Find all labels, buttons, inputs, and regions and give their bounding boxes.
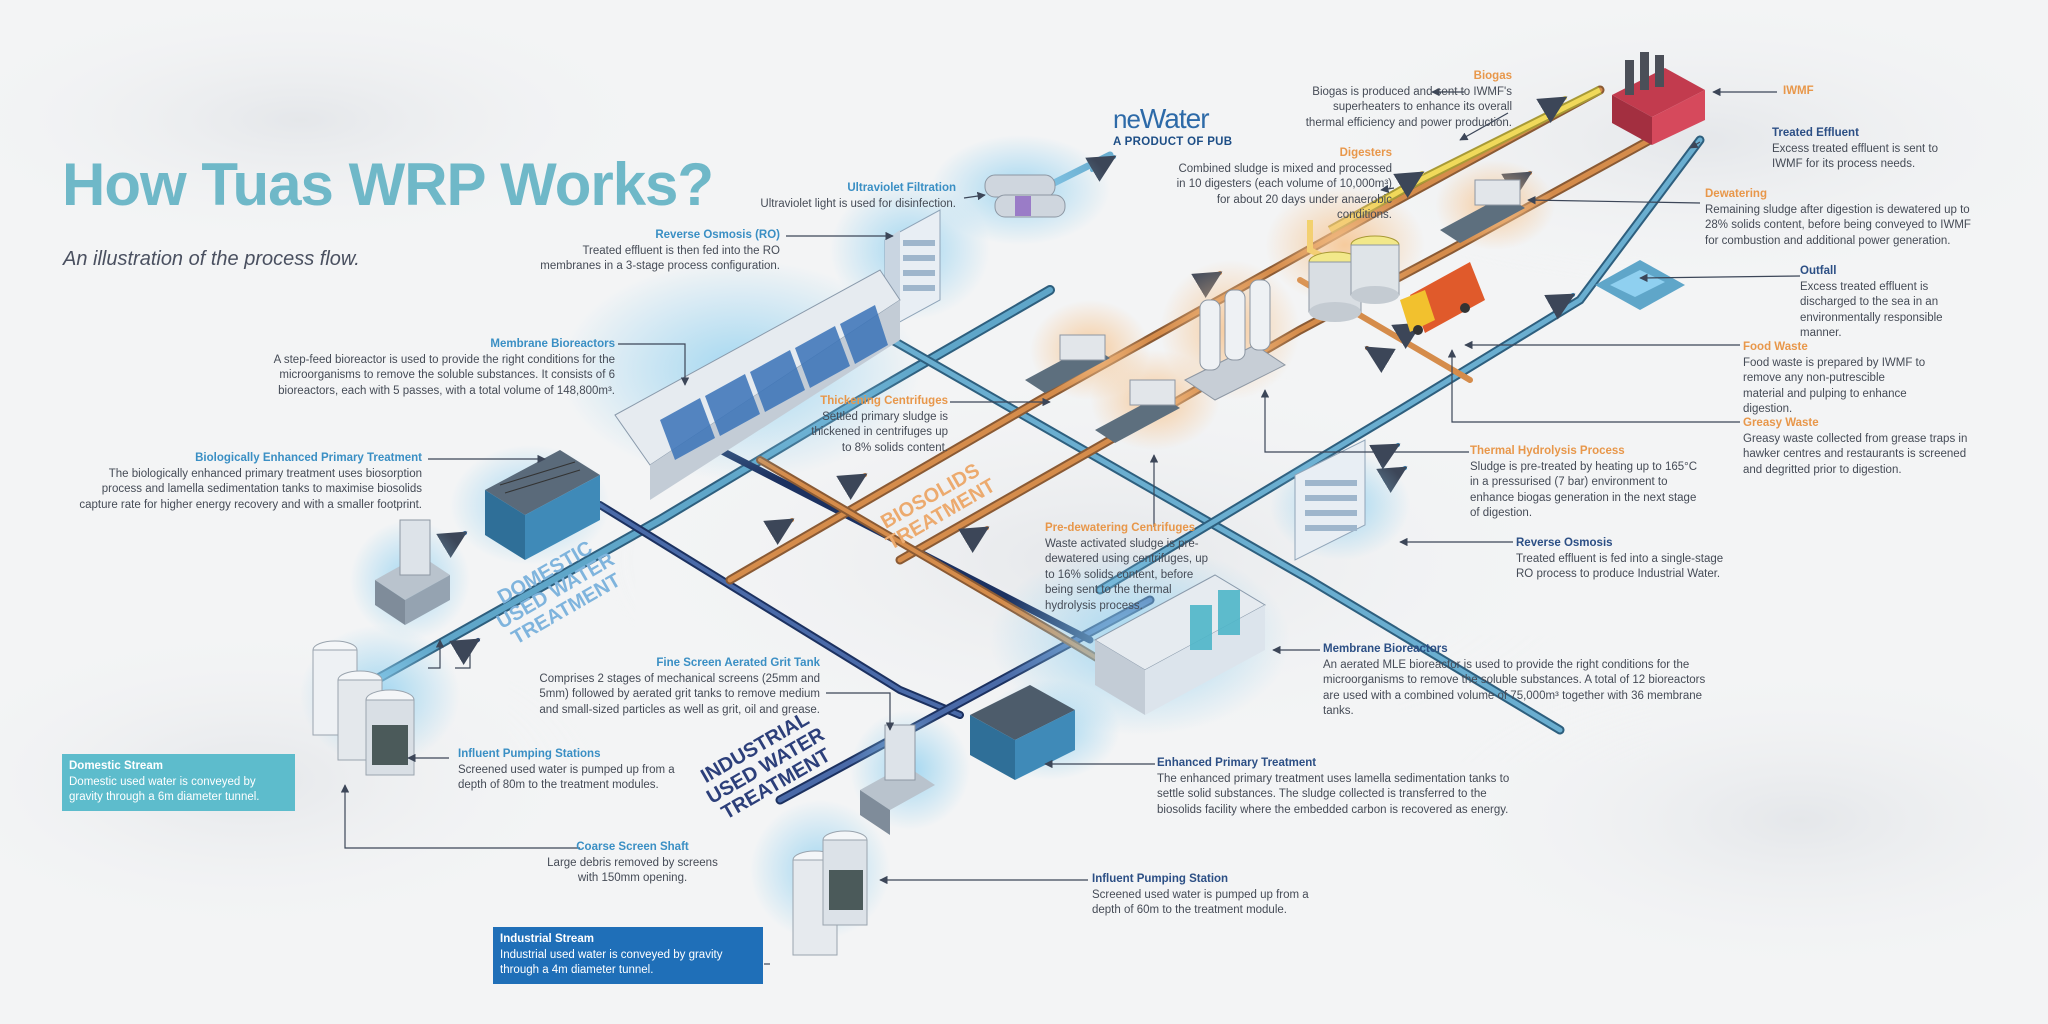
label-treated-effluent-title: Treated Effluent [1772,127,1859,139]
newater-logo: NEWater A PRODUCT OF PUB [1113,100,1232,148]
label-bept: Biologically Enhanced Primary Treatment … [78,451,422,513]
label-ept-title: Enhanced Primary Treatment [1157,757,1317,769]
label-thermal-hydrolysis: Thermal Hydrolysis Process Sludge is pre… [1470,444,1705,522]
label-digesters: Digesters Combined sludge is mixed and p… [1170,146,1392,224]
label-uv-filtration: Ultraviolet Filtration Ultraviolet light… [700,181,956,212]
domestic-stream-text: Domestic used water is conveyed by gravi… [69,775,260,804]
label-treated-effluent-text: Excess treated effluent is sent to IWMF … [1772,142,1938,171]
label-ro-industrial-title: Reverse Osmosis [1516,537,1613,549]
label-greasy-waste-text: Greasy waste collected from grease traps… [1743,432,1968,476]
industrial-stream-box: Industrial Stream Industrial used water … [493,927,763,984]
page-subtitle: An illustration of the process flow. [63,248,360,270]
mbr-domestic [614,269,901,500]
mbr-industrial [1093,574,1267,715]
bept-tank [485,450,600,560]
industrial-pumping-silos [792,830,868,956]
label-iwmf-title: IWMF [1783,85,1814,97]
leader-lines [340,87,1801,965]
label-thermal-title: Thermal Hydrolysis Process [1470,445,1625,457]
predewatering-centrifuges [1095,379,1180,443]
label-mbr-industrial-text: An aerated MLE bioreactor is used to pro… [1323,658,1706,718]
label-ips-domestic-title: Influent Pumping Stations [458,748,601,760]
label-mbr-domestic: Membrane Bioreactors A step-feed bioreac… [270,337,615,399]
label-dewatering-text: Remaining sludge after digestion is dewa… [1705,203,1971,247]
industrial-stream-title: Industrial Stream [500,933,594,945]
newater-suffix: Water [1139,103,1210,134]
label-coarse-screen: Coarse Screen Shaft Large debris removed… [545,840,720,887]
label-ips-domestic-text: Screened used water is pumped up from a … [458,763,675,792]
label-grit-text: Comprises 2 stages of mechanical screens… [539,672,820,716]
label-ro-domestic-title: Reverse Osmosis (RO) [655,229,780,241]
label-mbr-industrial: Membrane Bioreactors An aerated MLE bior… [1323,642,1723,720]
label-food-waste-text: Food waste is prepared by IWMF to remove… [1743,356,1926,416]
domestic-stream-box: Domestic Stream Domestic used water is c… [62,754,295,811]
label-thickening-title: Thickening Centrifuges [820,395,948,407]
label-bept-text: The biologically enhanced primary treatm… [79,467,422,511]
grit-tank-industrial [860,724,935,835]
label-ro-industrial: Reverse Osmosis Treated effluent is fed … [1516,536,1741,583]
label-thickening: Thickening Centrifuges Settled primary s… [800,394,948,456]
label-uv-title: Ultraviolet Filtration [847,182,956,194]
page-title: How Tuas WRP Works? [62,151,714,218]
label-greasy-waste: Greasy Waste Greasy waste collected from… [1743,416,1983,478]
label-ips-industrial-text: Screened used water is pumped up from a … [1092,888,1309,917]
thickening-centrifuges [1025,334,1110,393]
newater-tagline: A PRODUCT OF PUB [1113,136,1233,148]
label-grit-tank: Fine Screen Aerated Grit Tank Comprises … [530,656,820,718]
label-outfall-title: Outfall [1800,265,1837,277]
food-waste-truck [1400,262,1485,335]
label-food-waste: Food Waste Food waste is prepared by IWM… [1743,340,1928,418]
domestic-pumping-silos [312,640,415,776]
ro-racks-industrial [1294,439,1366,561]
label-predewatering-text: Waste activated sludge is pre-dewatered … [1045,537,1209,612]
label-greasy-waste-title: Greasy Waste [1743,417,1819,429]
label-biogas: Biogas Biogas is produced and sent to IW… [1300,69,1512,131]
label-outfall-text: Excess treated effluent is discharged to… [1800,280,1943,340]
label-ro-domestic-text: Treated effluent is then fed into the RO… [540,244,780,273]
label-bept-title: Biologically Enhanced Primary Treatment [195,452,422,464]
label-ips-industrial: Influent Pumping Station Screened used w… [1092,872,1312,919]
label-dewatering: Dewatering Remaining sludge after digest… [1705,187,1985,249]
newater-prefix: NE [1113,104,1141,134]
label-thermal-text: Sludge is pre-treated by heating up to 1… [1470,460,1698,520]
label-mbr-domestic-text: A step-feed bioreactor is used to provid… [273,353,615,397]
dewatering-unit [1440,179,1525,243]
uv-unit [984,174,1066,218]
label-ips-domestic: Influent Pumping Stations Screened used … [458,747,698,794]
label-biogas-text: Biogas is produced and sent to IWMF's su… [1305,85,1512,129]
industrial-stream-text: Industrial used water is conveyed by gra… [500,948,723,977]
label-iwmf: IWMF [1783,84,1843,100]
iwmf-factory [1612,52,1705,145]
label-ept-text: The enhanced primary treatment uses lame… [1157,772,1510,816]
label-ro-industrial-text: Treated effluent is fed into a single-st… [1516,552,1724,581]
digesters [1308,235,1400,322]
label-dewatering-title: Dewatering [1705,188,1767,200]
label-coarse-title: Coarse Screen Shaft [576,841,689,853]
label-grit-title: Fine Screen Aerated Grit Tank [656,657,820,669]
label-biogas-title: Biogas [1473,70,1512,82]
label-digesters-title: Digesters [1339,147,1392,159]
label-food-waste-title: Food Waste [1743,341,1808,353]
label-coarse-text: Large debris removed by screens with 150… [547,856,718,885]
label-outfall: Outfall Excess treated effluent is disch… [1800,264,1985,342]
label-uv-text: Ultraviolet light is used for disinfecti… [760,197,956,210]
label-digesters-text: Combined sludge is mixed and processed i… [1176,162,1392,222]
domestic-stream-title: Domestic Stream [69,760,163,772]
label-ips-industrial-title: Influent Pumping Station [1092,873,1229,885]
thermal-hydrolysis-unit [1184,279,1286,401]
label-ept: Enhanced Primary Treatment The enhanced … [1157,756,1512,818]
label-treated-effluent: Treated Effluent Excess treated effluent… [1772,126,1947,173]
ept-tank [970,685,1075,780]
grit-tank-domestic [375,519,450,625]
label-ro-domestic: Reverse Osmosis (RO) Treated effluent is… [530,228,780,275]
outfall-structure [1595,260,1685,310]
label-mbr-domestic-title: Membrane Bioreactors [490,338,615,350]
label-predewatering-title: Pre-dewatering Centrifuges [1045,522,1196,534]
label-thickening-text: Settled primary sludge is thickened in c… [811,410,948,454]
label-mbr-industrial-title: Membrane Bioreactors [1323,643,1448,655]
label-predewatering: Pre-dewatering Centrifuges Waste activat… [1045,521,1210,614]
